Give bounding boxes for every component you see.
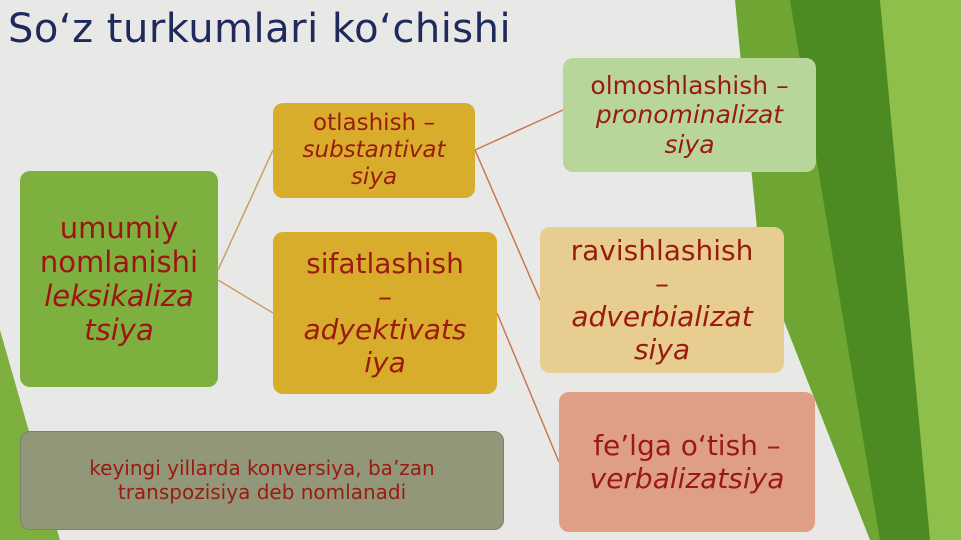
node-label: fe’lga o‘tish – [593, 428, 781, 462]
node-label-line-2: – [378, 279, 392, 313]
node-label-line-1: ravishlashish [570, 233, 754, 267]
node-label: umumiy nomlanishi [39, 210, 199, 279]
node-label: otlashish – [313, 109, 435, 136]
node-adjectivization: sifatlashish – adyektivats iya [273, 232, 497, 394]
node-term-line-2: iya [364, 346, 406, 380]
link-noun-adverb [474, 149, 541, 301]
link-adjective-verb [496, 312, 560, 463]
link-noun-pronoun [474, 109, 564, 151]
slide-title: So‘z turkumlari ko‘chishi [8, 6, 512, 52]
node-verbalization: fe’lga o‘tish – verbalizatsiya [559, 392, 815, 532]
node-substantivization: otlashish – substantivat siya [273, 103, 475, 198]
note-box: keyingi yillarda konversiya, ba’zan tran… [20, 431, 504, 530]
link-root-noun [217, 149, 274, 271]
node-term-line-2: siya [350, 164, 398, 191]
node-term-line-1: adyektivats [303, 313, 467, 346]
node-label: olmoshlashish – [590, 70, 789, 100]
node-term-line-1: adverbializat [571, 300, 753, 333]
node-pronominalization: olmoshlashish – pronominalizat siya [563, 58, 816, 172]
node-label-line-1: sifatlashish [306, 246, 464, 280]
node-term-line-2: tsiya [84, 313, 154, 348]
link-root-adjective [217, 279, 274, 314]
note-line-1: keyingi yillarda konversiya, ba’zan [89, 455, 435, 480]
node-term-line-2: siya [664, 129, 715, 159]
node-term-line-1: leksikaliza [44, 279, 194, 313]
node-label-line-2: – [655, 266, 669, 300]
note-line-2: transpozisiya deb nomlanadi [117, 479, 407, 504]
node-term: verbalizatsiya [589, 462, 785, 495]
node-term-line-2: siya [633, 333, 691, 367]
node-lexicalization: umumiy nomlanishi leksikaliza tsiya [20, 171, 218, 387]
node-term-line-1: pronominalizat [595, 100, 784, 130]
node-term-line-1: substantivat [302, 136, 446, 163]
node-adverbialization: ravishlashish – adverbializat siya [540, 227, 784, 373]
